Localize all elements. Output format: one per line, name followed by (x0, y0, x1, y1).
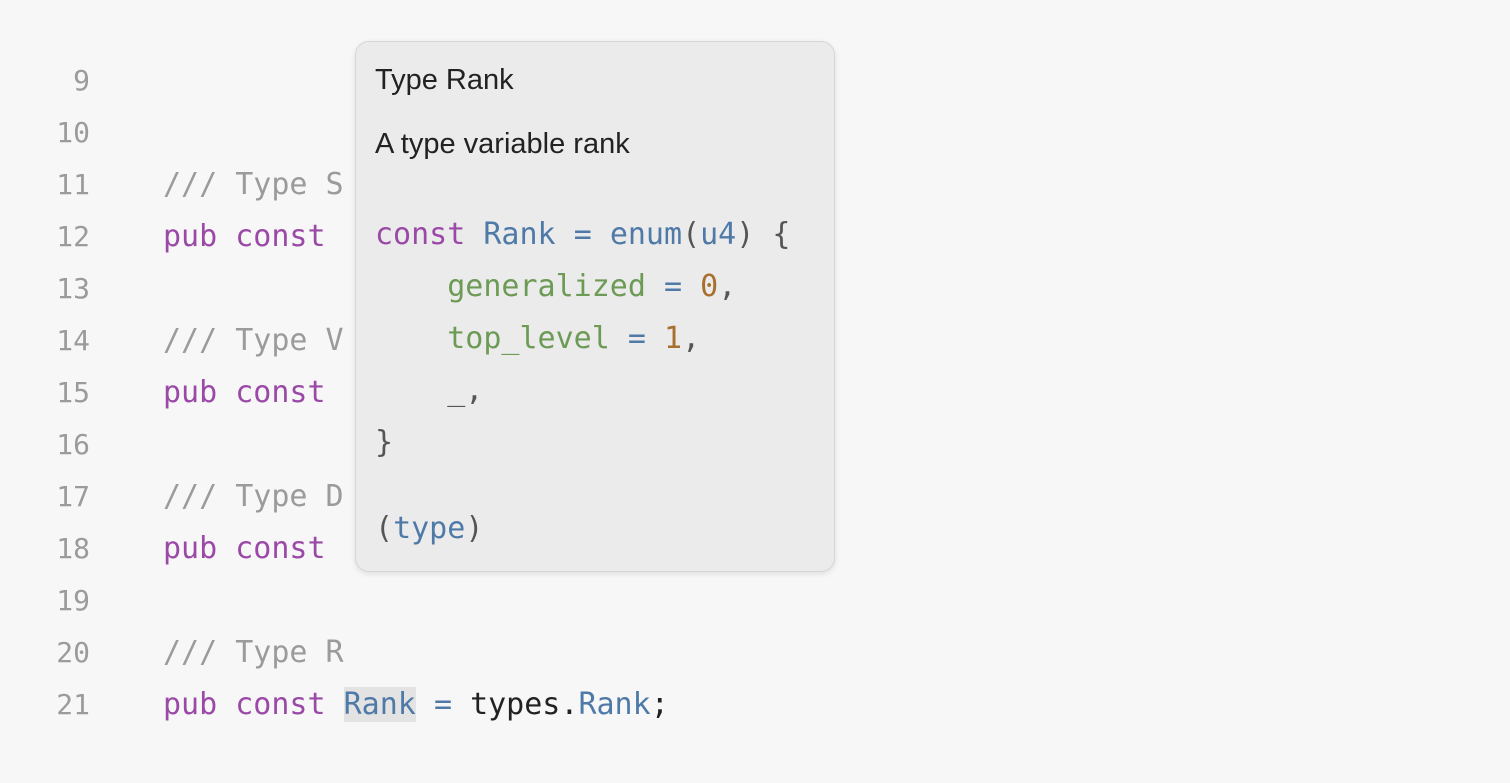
number-literal: 1 (664, 321, 683, 356)
code-line[interactable]: 14 pub const (0, 263, 1510, 410)
comma: , (718, 269, 737, 304)
code-text: pub const Rank = types.Rank; (163, 679, 669, 731)
tooltip-code-line: } (375, 417, 393, 469)
code-line[interactable]: 9 (0, 3, 1510, 97)
builtin-enum: enum (609, 217, 683, 252)
keyword-const: const (235, 687, 326, 722)
line-number: 15 (56, 376, 90, 409)
doc-comment: /// Type S (163, 167, 344, 202)
doc-comment: /// Type R (163, 635, 344, 670)
tooltip-description: A type variable rank (375, 128, 630, 160)
keyword-pub: pub (163, 531, 218, 566)
dot-operator: . (560, 687, 579, 722)
doc-comment: /// Type V (163, 323, 344, 358)
code-line[interactable]: 17 pub const (0, 419, 1510, 566)
code-line[interactable]: 12 (0, 159, 1510, 253)
keyword-const: const (235, 375, 326, 410)
enum-field: top_level (447, 321, 610, 356)
code-line[interactable]: 18 (0, 471, 1510, 565)
comma: , (682, 321, 701, 356)
code-text: pub const (163, 367, 326, 419)
code-text: pub const (163, 211, 326, 263)
tooltip-code-line: top_level = 1, (375, 313, 700, 365)
paren-open: ( (682, 217, 701, 252)
enum-field: generalized (447, 269, 646, 304)
code-line[interactable]: 15 (0, 315, 1510, 409)
kind-label: type (393, 511, 466, 546)
line-number: 19 (56, 584, 90, 617)
code-line[interactable]: 13 /// Type V (0, 211, 1510, 358)
code-line[interactable]: 11 pub const (0, 107, 1510, 254)
keyword-pub: pub (163, 219, 218, 254)
type-name: Rank (483, 217, 556, 252)
number-literal: 0 (700, 269, 719, 304)
operator-equals: = (433, 687, 452, 722)
identifier-rank-member[interactable]: Rank (578, 687, 651, 722)
type-u4: u4 (700, 217, 737, 252)
line-number: 12 (56, 220, 90, 253)
line-number: 10 (56, 116, 90, 149)
code-text: pub const (163, 523, 326, 575)
line-number: 21 (56, 688, 90, 721)
line-number: 18 (56, 532, 90, 565)
tooltip-code-line: _, (375, 365, 483, 417)
code-line[interactable]: 21 (0, 627, 1510, 721)
line-number: 20 (56, 636, 90, 669)
line-number: 14 (56, 324, 90, 357)
code-line[interactable]: 10 /// Type S (0, 55, 1510, 202)
hover-tooltip: Type Rank A type variable rank const Ran… (355, 41, 835, 572)
doc-comment: /// Type D (163, 479, 344, 514)
line-number: 13 (56, 272, 90, 305)
line-number: 9 (73, 64, 90, 97)
operator-equals: = (664, 269, 683, 304)
keyword-const: const (235, 219, 326, 254)
keyword-const: const (375, 217, 466, 252)
tooltip-code-line: const Rank = enum(u4) { (375, 209, 790, 261)
semicolon: ; (650, 687, 669, 722)
line-number: 17 (56, 480, 90, 513)
identifier-types[interactable]: types (470, 687, 561, 722)
paren-close: ) (736, 217, 755, 252)
brace-open: { (772, 217, 791, 252)
tooltip-code-line: generalized = 0, (375, 261, 736, 313)
tooltip-kind: (type) (375, 503, 483, 555)
paren-open: ( (375, 511, 394, 546)
code-line[interactable]: 16 /// Type D (0, 367, 1510, 514)
line-number: 16 (56, 428, 90, 461)
operator-equals: = (573, 217, 592, 252)
keyword-const: const (235, 531, 326, 566)
operator-equals: = (627, 321, 646, 356)
hovered-identifier-rank[interactable]: Rank (343, 687, 416, 722)
line-number: 11 (56, 168, 90, 201)
keyword-pub: pub (163, 687, 218, 722)
keyword-pub: pub (163, 375, 218, 410)
brace-close: } (375, 425, 394, 460)
paren-close: ) (465, 511, 484, 546)
code-line-active[interactable]: 20 pub const Rank = types.Rank; (0, 575, 1510, 722)
non-exhaustive-marker: _, (447, 373, 484, 408)
code-line[interactable]: 19 /// Type R (0, 523, 1510, 670)
tooltip-title: Type Rank (375, 64, 514, 96)
